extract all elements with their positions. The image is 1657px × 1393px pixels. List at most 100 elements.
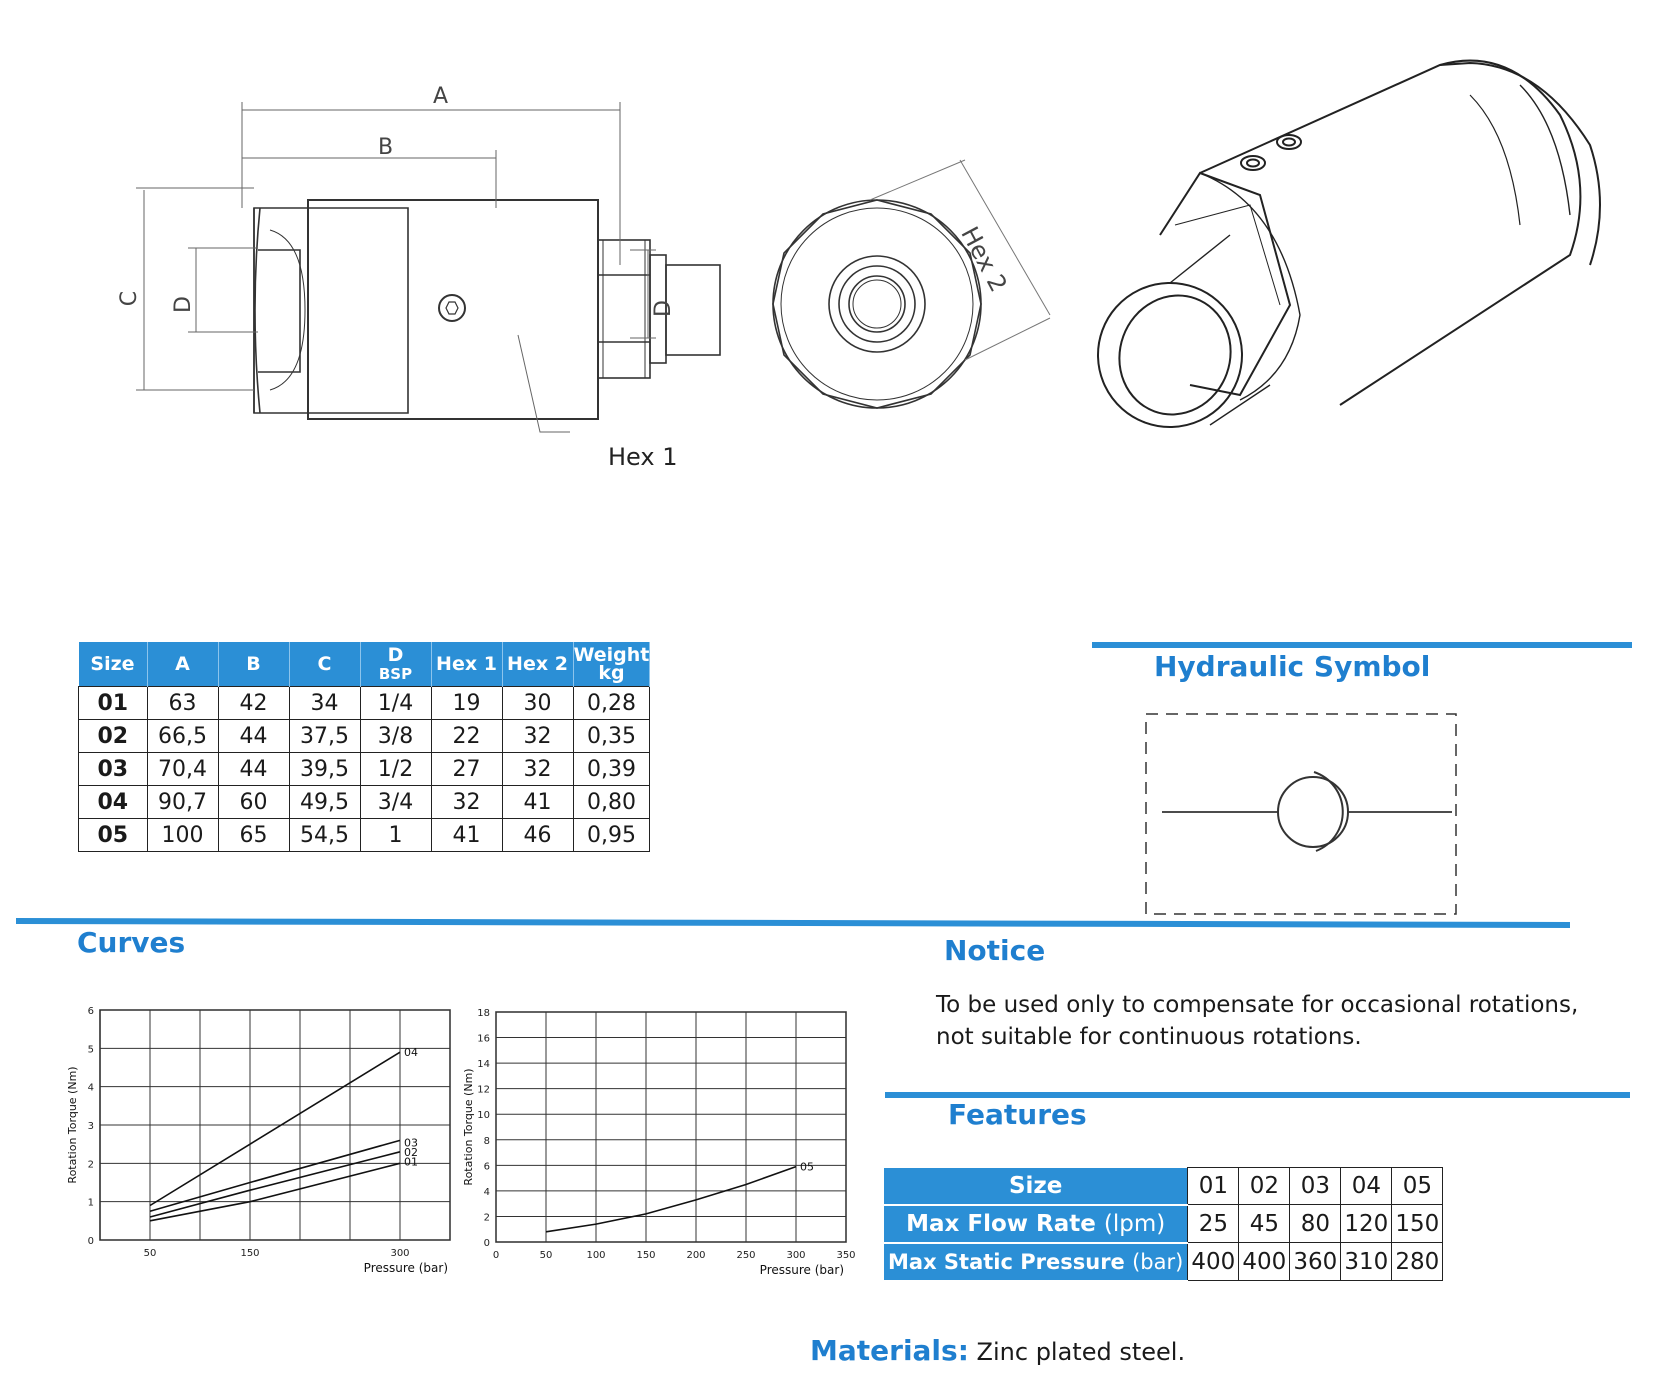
value-cell: 66,5	[146, 719, 219, 753]
hydraulic-symbol-title: Hydraulic Symbol	[1154, 650, 1431, 683]
value-cell: 46	[501, 818, 574, 852]
size-cell: 04	[78, 785, 148, 819]
header-c: C	[289, 642, 361, 687]
y-tick-label: 2	[88, 1159, 94, 1170]
y-tick-label: 4	[88, 1083, 94, 1094]
value-cell: 63	[146, 686, 219, 720]
y-tick-label: 0	[484, 1238, 490, 1249]
y-tick-label: 16	[477, 1034, 490, 1045]
series-line-03	[149, 1139, 401, 1213]
features-pressure-cell: 400	[1187, 1242, 1240, 1281]
value-cell: 30	[501, 686, 574, 720]
front-view-drawing	[772, 159, 1051, 409]
header-hex2: Hex 2	[502, 642, 574, 687]
value-cell: 3/8	[359, 719, 432, 753]
features-table: Size 01 02 03 04 05 Max Flow Rate (lpm) …	[884, 1167, 1444, 1282]
value-cell: 41	[501, 785, 574, 819]
series-line-05	[545, 1165, 797, 1233]
series-label: 05	[800, 1161, 814, 1174]
value-cell: 0,95	[572, 818, 651, 852]
value-cell: 19	[430, 686, 503, 720]
header-size: Size	[78, 642, 148, 687]
y-axis-label: Rotation Torque (Nm)	[462, 1068, 475, 1185]
value-cell: 90,7	[146, 785, 219, 819]
value-cell: 100	[146, 818, 219, 852]
hydraulic-symbol-rule	[1092, 642, 1632, 648]
x-tick-label: 200	[686, 1250, 705, 1261]
materials-label: Materials:	[810, 1334, 969, 1367]
size-cell: 03	[78, 752, 148, 786]
features-size-cell: 05	[1391, 1167, 1444, 1205]
series-line-02	[149, 1151, 401, 1218]
size-cell: 02	[78, 719, 148, 753]
value-cell: 39,5	[288, 752, 361, 786]
y-tick-label: 2	[484, 1212, 490, 1223]
value-cell: 0,35	[572, 719, 651, 753]
features-title: Features	[948, 1098, 1087, 1131]
y-tick-label: 5	[88, 1044, 94, 1055]
value-cell: 1/4	[359, 686, 432, 720]
size-cell: 05	[78, 818, 148, 852]
y-tick-label: 8	[484, 1136, 490, 1147]
features-size-cell: 01	[1187, 1167, 1240, 1205]
dimension-d-left-label: D	[170, 296, 196, 313]
isometric-view-drawing	[1097, 59, 1601, 428]
features-flow-cell: 150	[1391, 1204, 1444, 1243]
value-cell: 65	[217, 818, 290, 852]
features-size-label: Size	[884, 1167, 1188, 1206]
series-label: 03	[404, 1136, 418, 1149]
x-tick-label: 50	[144, 1248, 157, 1259]
value-cell: 54,5	[288, 818, 361, 852]
features-size-cell: 03	[1289, 1167, 1342, 1205]
materials-line: Materials: Zinc plated steel.	[810, 1334, 1185, 1367]
notice-line-1: To be used only to compensate for occasi…	[936, 992, 1579, 1018]
y-tick-label: 6	[484, 1161, 490, 1172]
value-cell: 1	[359, 818, 432, 852]
series-line-04	[149, 1051, 401, 1207]
side-view-drawing	[136, 102, 721, 433]
header-hex1: Hex 1	[431, 642, 503, 687]
y-tick-label: 14	[477, 1059, 490, 1070]
value-cell: 0,39	[572, 752, 651, 786]
dimension-c-label: C	[117, 290, 143, 307]
value-cell: 22	[430, 719, 503, 753]
value-cell: 41	[430, 818, 503, 852]
features-flow-label: Max Flow Rate (lpm)	[884, 1204, 1188, 1244]
value-cell: 49,5	[288, 785, 361, 819]
x-tick-label: 350	[836, 1250, 855, 1261]
value-cell: 0,80	[572, 785, 651, 819]
value-cell: 34	[288, 686, 361, 720]
features-flow-cell: 120	[1340, 1204, 1393, 1243]
y-tick-label: 12	[477, 1085, 490, 1096]
value-cell: 32	[430, 785, 503, 819]
value-cell: 32	[501, 719, 574, 753]
size-cell: 01	[78, 686, 148, 720]
value-cell: 0,28	[572, 686, 651, 720]
features-row-pressure: Max Static Pressure (bar) 400 400 360 31…	[884, 1242, 1444, 1282]
header-b: B	[218, 642, 290, 687]
y-tick-label: 0	[88, 1236, 94, 1247]
hex1-label: Hex 1	[608, 443, 678, 471]
series-label: 01	[404, 1155, 418, 1168]
y-tick-label: 10	[477, 1110, 490, 1121]
materials-value: Zinc plated steel.	[976, 1338, 1186, 1366]
y-tick-label: 1	[88, 1198, 94, 1209]
features-flow-cell: 25	[1187, 1204, 1240, 1243]
x-tick-label: 100	[586, 1250, 605, 1261]
value-cell: 44	[217, 719, 290, 753]
features-pressure-cell: 280	[1391, 1242, 1444, 1281]
series-label: 04	[404, 1046, 418, 1059]
y-tick-label: 3	[88, 1121, 94, 1132]
features-row-flow: Max Flow Rate (lpm) 25 45 80 120 150	[884, 1204, 1444, 1244]
curves-title: Curves	[77, 926, 186, 959]
features-pressure-cell: 400	[1238, 1242, 1291, 1281]
